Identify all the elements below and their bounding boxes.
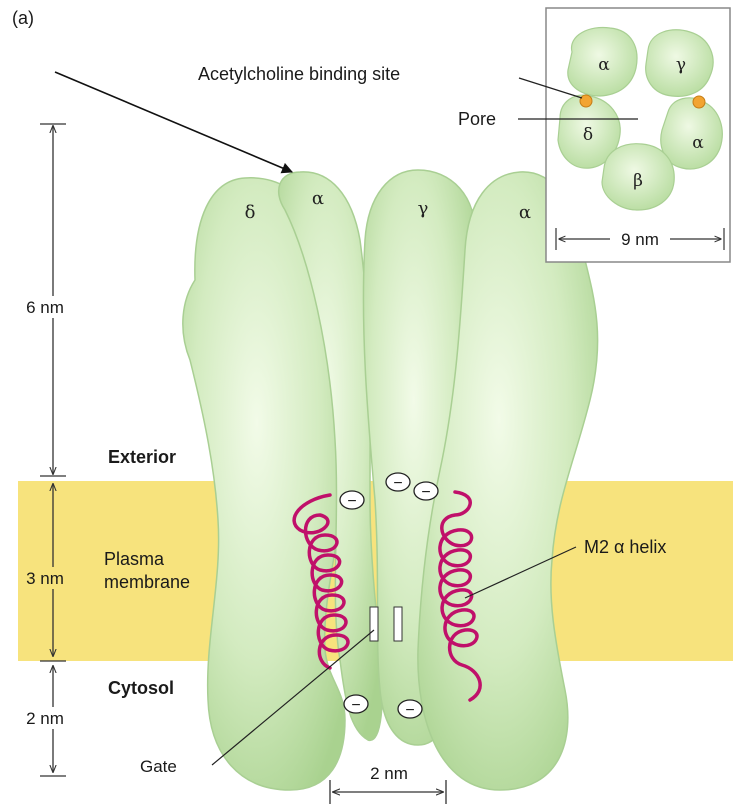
negative-charge-1: − [340, 491, 364, 510]
label-binding-site: Acetylcholine binding site [198, 64, 400, 84]
label-plasma: Plasma [104, 549, 165, 569]
binding-site-pointer-arrow [55, 72, 292, 172]
inset-label-gamma: γ [676, 55, 686, 75]
inset-label-delta: δ [583, 125, 593, 145]
inset-label-alpha-top: α [598, 55, 610, 75]
inset-top-view: α γ δ α β 9 nm [546, 8, 730, 262]
subunit-label-alpha-left: α [312, 188, 324, 209]
negative-charge-2: − [386, 473, 410, 492]
svg-text:−: − [351, 697, 360, 714]
subunit-label-delta: δ [245, 202, 256, 223]
subunit-label-alpha-right: α [519, 202, 531, 223]
label-exterior: Exterior [108, 447, 176, 467]
svg-text:−: − [347, 493, 356, 510]
label-gate: Gate [140, 757, 177, 776]
subunit-label-gamma: γ [418, 198, 429, 219]
label-membrane: membrane [104, 572, 190, 592]
panel-label: (a) [12, 8, 34, 28]
dimension-label-exterior: 6 nm [26, 298, 64, 317]
dimension-label-membrane: 3 nm [26, 569, 64, 588]
label-pore: Pore [458, 109, 496, 129]
dimension-scale-left [40, 124, 66, 776]
inset-label-alpha-right: α [692, 133, 704, 153]
label-cytosol: Cytosol [108, 678, 174, 698]
dimension-pore-width [330, 780, 446, 804]
binding-site-dot-left [580, 95, 592, 107]
label-m2-helix: M2 α helix [584, 537, 666, 557]
svg-text:−: − [393, 475, 402, 492]
negative-charge-5: − [398, 700, 422, 719]
negative-charge-3: − [414, 482, 438, 501]
binding-site-dot-right [693, 96, 705, 108]
dimension-label-cytosol: 2 nm [26, 709, 64, 728]
negative-charge-4: − [344, 695, 368, 714]
dimension-label-inset: 9 nm [621, 230, 659, 249]
inset-label-beta: β [633, 171, 643, 191]
gate-bar-right [394, 607, 402, 641]
gate-bar-left [370, 607, 378, 641]
svg-text:−: − [421, 484, 430, 501]
dimension-label-pore: 2 nm [370, 764, 408, 783]
svg-text:−: − [405, 702, 414, 719]
